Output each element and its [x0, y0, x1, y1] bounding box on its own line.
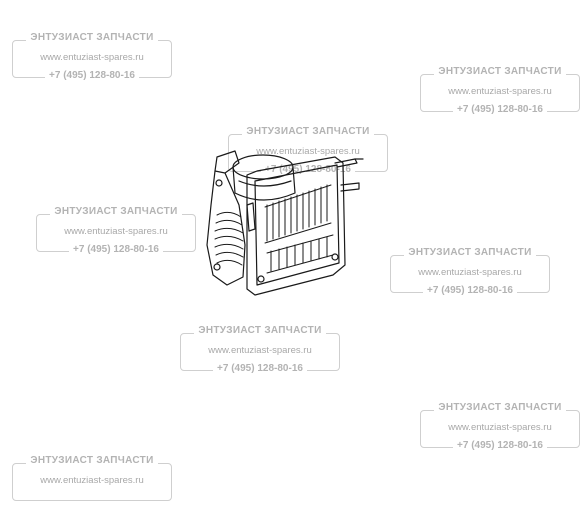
- watermark-title: ЭНТУЗИАСТ ЗАПЧАСТИ: [404, 247, 536, 258]
- watermark-phone: +7 (495) 128-80-16: [453, 104, 547, 115]
- housing-top-left: [214, 150, 240, 174]
- left-coil: [214, 211, 244, 266]
- watermark-phone: +7 (495) 128-80-16: [261, 164, 355, 175]
- housing-left: [206, 170, 246, 286]
- watermark-url: www.entuziast-spares.ru: [418, 267, 522, 278]
- watermark-title: ЭНТУЗИАСТ ЗАПЧАСТИ: [242, 126, 374, 137]
- mount-hole-right: [331, 253, 339, 261]
- watermark: ЭНТУЗИАСТ ЗАПЧАСТИ www.entuziast-spares.…: [12, 455, 172, 507]
- drum-body: [232, 166, 296, 201]
- watermark-title: ЭНТУЗИАСТ ЗАПЧАСТИ: [194, 325, 326, 336]
- mount-hole-front: [257, 275, 265, 283]
- watermark: ЭНТУЗИАСТ ЗАПЧАСТИ www.entuziast-spares.…: [420, 402, 580, 454]
- part-illustration: [206, 150, 364, 296]
- front-plate: [246, 156, 346, 296]
- watermark-url: www.entuziast-spares.ru: [64, 226, 168, 237]
- side-bracket: [246, 202, 256, 232]
- mount-hole-upper: [215, 179, 223, 187]
- terminal-upper: [334, 158, 358, 168]
- watermark-url: www.entuziast-spares.ru: [208, 345, 312, 356]
- watermark-title: ЭНТУЗИАСТ ЗАПЧАСТИ: [26, 455, 158, 466]
- mount-hole-lower: [213, 263, 221, 271]
- watermark-phone: +7 (495) 128-80-16: [45, 70, 139, 81]
- watermark-phone: +7 (495) 128-80-16: [423, 285, 517, 296]
- watermark-title: ЭНТУЗИАСТ ЗАПЧАСТИ: [434, 66, 566, 77]
- right-coil: [264, 184, 332, 244]
- watermark-url: www.entuziast-spares.ru: [256, 146, 360, 157]
- watermark-phone: +7 (495) 128-80-16: [69, 244, 163, 255]
- watermark: ЭНТУЗИАСТ ЗАПЧАСТИ www.entuziast-spares.…: [390, 247, 550, 299]
- watermark: ЭНТУЗИАСТ ЗАПЧАСТИ www.entuziast-spares.…: [180, 325, 340, 377]
- watermark-title: ЭНТУЗИАСТ ЗАПЧАСТИ: [50, 206, 182, 217]
- watermark-url: www.entuziast-spares.ru: [40, 475, 144, 486]
- watermark-title: ЭНТУЗИАСТ ЗАПЧАСТИ: [434, 402, 566, 413]
- watermark: ЭНТУЗИАСТ ЗАПЧАСТИ www.entuziast-spares.…: [36, 206, 196, 258]
- watermark: ЭНТУЗИАСТ ЗАПЧАСТИ www.entuziast-spares.…: [12, 32, 172, 84]
- terminal-lower: [340, 182, 360, 192]
- watermark-phone: +7 (495) 128-80-16: [453, 440, 547, 451]
- watermark-phone: +7 (495) 128-80-16: [213, 363, 307, 374]
- watermark-url: www.entuziast-spares.ru: [448, 422, 552, 433]
- watermark-url: www.entuziast-spares.ru: [40, 52, 144, 63]
- lower-fins: [266, 234, 334, 274]
- watermark: ЭНТУЗИАСТ ЗАПЧАСТИ www.entuziast-spares.…: [420, 66, 580, 118]
- watermark-url: www.entuziast-spares.ru: [448, 86, 552, 97]
- watermark-title: ЭНТУЗИАСТ ЗАПЧАСТИ: [26, 32, 158, 43]
